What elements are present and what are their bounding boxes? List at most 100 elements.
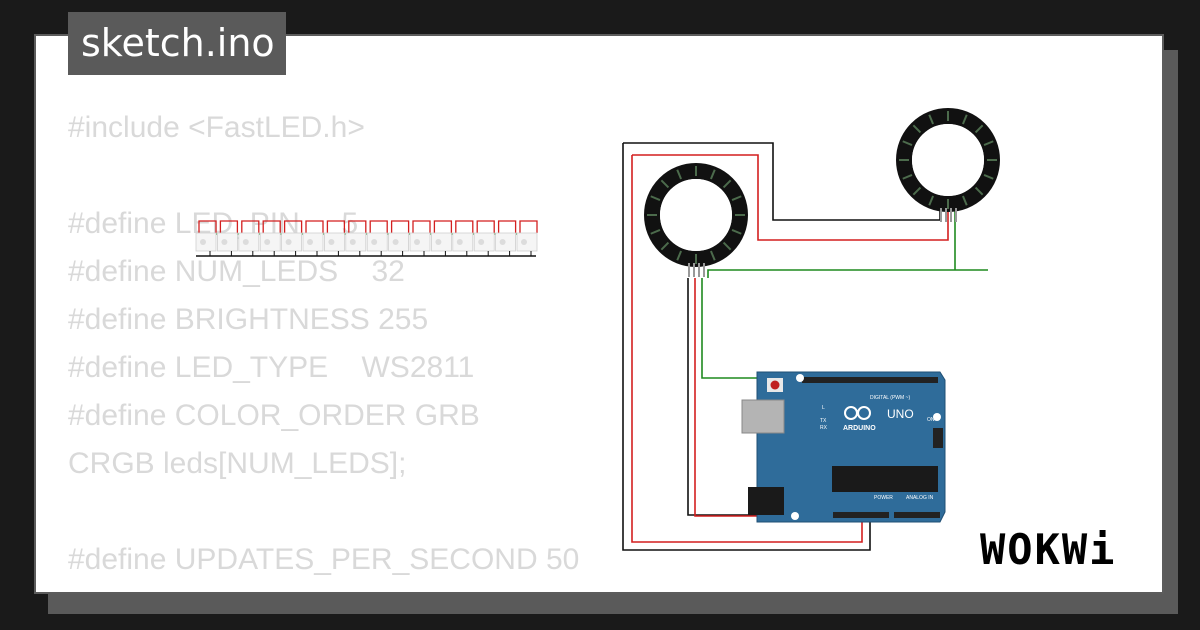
ring-led[interactable]: [962, 195, 968, 206]
neopixel-strip[interactable]: [195, 220, 538, 257]
strip-power-wire: [262, 220, 281, 233]
strip-led-chip: [221, 239, 228, 245]
reset-button[interactable]: [770, 380, 780, 390]
code-line: #define UPDATES_PER_SECOND 50: [68, 543, 580, 576]
usb-port: [741, 399, 785, 434]
ring-led[interactable]: [710, 169, 716, 180]
wokwi-logo: WOKWi: [980, 525, 1116, 574]
ring-led[interactable]: [722, 241, 732, 251]
atmega-chip: [832, 466, 938, 492]
ring-led[interactable]: [650, 195, 661, 201]
rx-label: RX: [820, 425, 828, 431]
strip-power-wire: [219, 220, 239, 233]
ring-led[interactable]: [928, 114, 934, 125]
neopixel-ring-2[interactable]: [896, 108, 1000, 222]
ring-center: [912, 124, 984, 196]
sketch-tab[interactable]: sketch.ino: [68, 12, 286, 75]
strip-led-chip: [521, 239, 527, 245]
strip-led-chip: [285, 239, 292, 245]
tx-label: TX: [820, 418, 827, 424]
strip-power-wire: [348, 220, 367, 233]
strip-power-wire: [283, 220, 303, 233]
arduino-uno-board[interactable]: ARDUINO UNO DIGITAL (PWM ~) POWER ANALOG…: [741, 371, 946, 523]
strip-led-chip: [328, 239, 335, 245]
sketch-filename: sketch.ino: [81, 21, 275, 65]
ring-led[interactable]: [983, 140, 994, 146]
strip-power-wire: [198, 220, 217, 233]
strip-power-wire: [369, 220, 388, 233]
code-line: #define BRIGHTNESS 255: [68, 303, 429, 336]
mounting-hole: [796, 374, 804, 382]
on-label: ON: [927, 417, 935, 423]
ring-led[interactable]: [962, 114, 968, 125]
ring-pin: [945, 208, 947, 222]
ring-led[interactable]: [974, 124, 984, 134]
ring-led[interactable]: [722, 179, 732, 189]
wire-green-data: [701, 278, 880, 379]
mounting-hole: [933, 413, 941, 421]
mounting-hole: [791, 512, 799, 520]
wokwi-logo-text: WOKWi: [980, 525, 1116, 574]
strip-power-wire: [390, 220, 410, 233]
analog-header: [894, 512, 940, 518]
strip-led-chip: [371, 239, 378, 245]
strip-power-wire: [326, 220, 346, 233]
wire-red-power: [631, 155, 863, 543]
wire-black-outer: [687, 278, 760, 516]
strip-power-wire: [412, 220, 431, 233]
ring-pin: [698, 263, 700, 277]
power-header: [833, 512, 889, 518]
ring-led[interactable]: [902, 174, 913, 180]
strip-led-chip: [242, 239, 249, 245]
ring-pin: [955, 208, 957, 222]
digital-label: DIGITAL (PWM ~): [870, 395, 910, 401]
strip-led-chip: [414, 239, 420, 245]
wire-black-gnd: [622, 143, 871, 551]
ring-led[interactable]: [983, 174, 994, 180]
power-jack: [748, 487, 784, 515]
ring-led[interactable]: [731, 195, 742, 201]
ring-led[interactable]: [902, 140, 913, 146]
wire-red-loop: [632, 154, 949, 241]
neopixel-ring-1[interactable]: [644, 163, 748, 277]
strip-power-wire: [497, 220, 517, 233]
ring-led[interactable]: [912, 124, 922, 134]
digital-header: [802, 377, 938, 383]
power-label: POWER: [874, 495, 893, 501]
strip-power-wire: [433, 220, 453, 233]
code-line: CRGB leds[NUM_LEDS];: [68, 447, 407, 480]
analog-label: ANALOG IN: [906, 495, 934, 501]
strip-led-chip: [264, 239, 271, 245]
ring-led[interactable]: [660, 179, 670, 189]
strip-led-chip: [456, 239, 463, 245]
code-line: #define LED_TYPE WS2811: [68, 351, 475, 384]
strip-power-wire: [476, 220, 495, 233]
ring-led[interactable]: [928, 195, 934, 206]
ring-pin: [940, 208, 942, 222]
ring-led[interactable]: [660, 241, 670, 251]
ring-pin: [693, 263, 695, 277]
strip-led-chip: [499, 239, 506, 245]
strip-led-chip: [392, 239, 399, 245]
l-label: L: [822, 405, 825, 411]
ring-led[interactable]: [912, 186, 922, 196]
ring-pin: [703, 263, 705, 277]
ring-led[interactable]: [731, 229, 742, 235]
strip-power-wire: [519, 220, 538, 233]
arduino-infinity-logo: [857, 406, 871, 420]
ring-led[interactable]: [974, 186, 984, 196]
ring-pin: [950, 208, 952, 222]
ring-led[interactable]: [676, 169, 682, 180]
strip-power-wire: [241, 220, 260, 233]
ring-pin: [688, 263, 690, 277]
arduino-brand: ARDUINO: [843, 425, 876, 432]
strip-power-wire: [455, 220, 474, 233]
ring-led[interactable]: [650, 229, 661, 235]
icsp-header: [933, 428, 943, 448]
ring-center: [660, 179, 732, 251]
strip-led-chip: [435, 239, 442, 245]
ring-led[interactable]: [676, 250, 682, 261]
ring-led[interactable]: [710, 250, 716, 261]
code-preview: #include <FastLED.h>#define LED_PIN 5#de…: [68, 104, 579, 584]
